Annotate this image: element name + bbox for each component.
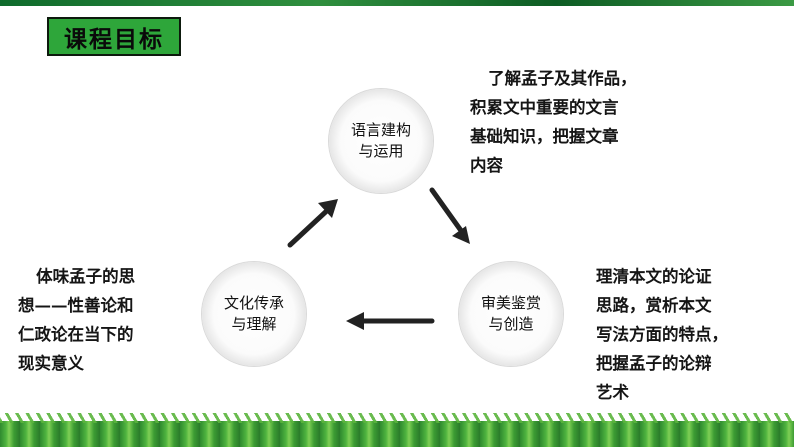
node-culture-line1: 文化传承 bbox=[224, 293, 284, 314]
node-language-line1: 语言建构 bbox=[351, 120, 411, 141]
description-line: 基础知识，把握文章 bbox=[470, 122, 710, 151]
grass-footer-decor bbox=[0, 421, 794, 447]
node-language: 语言建构 与运用 bbox=[329, 89, 433, 193]
description-line: 想——性善论和 bbox=[18, 291, 198, 320]
description-line: 了解孟子及其作品， bbox=[470, 64, 710, 93]
node-language-line2: 与运用 bbox=[358, 141, 403, 162]
node-culture: 文化传承 与理解 bbox=[202, 262, 306, 366]
description-line: 体味孟子的思 bbox=[18, 262, 198, 291]
description-line: 理清本文的论证 bbox=[596, 262, 786, 291]
arrow-aesthetic-to-culture bbox=[346, 312, 432, 330]
node-aesthetic-line1: 审美鉴赏 bbox=[481, 293, 541, 314]
description-line: 积累文中重要的文言 bbox=[470, 93, 710, 122]
description-line: 把握孟子的论辩 bbox=[596, 349, 786, 378]
description-line: 艺术 bbox=[596, 378, 786, 407]
description-aesthetic: 理清本文的论证 思路，赏析本文 写法方面的特点， 把握孟子的论辩 艺术 bbox=[596, 262, 786, 407]
node-culture-line2: 与理解 bbox=[231, 314, 276, 335]
description-line: 现实意义 bbox=[18, 349, 198, 378]
arrow-culture-to-language bbox=[290, 199, 338, 245]
description-culture: 体味孟子的思 想——性善论和 仁政论在当下的 现实意义 bbox=[18, 262, 198, 378]
node-aesthetic: 审美鉴赏 与创造 bbox=[459, 262, 563, 366]
description-line: 仁政论在当下的 bbox=[18, 320, 198, 349]
arrow-language-to-aesthetic bbox=[432, 190, 470, 244]
description-line: 写法方面的特点， bbox=[596, 320, 786, 349]
description-language: 了解孟子及其作品， 积累文中重要的文言 基础知识，把握文章 内容 bbox=[470, 64, 710, 180]
node-aesthetic-line2: 与创造 bbox=[488, 314, 533, 335]
description-line: 思路，赏析本文 bbox=[596, 291, 786, 320]
description-line: 内容 bbox=[470, 151, 710, 180]
